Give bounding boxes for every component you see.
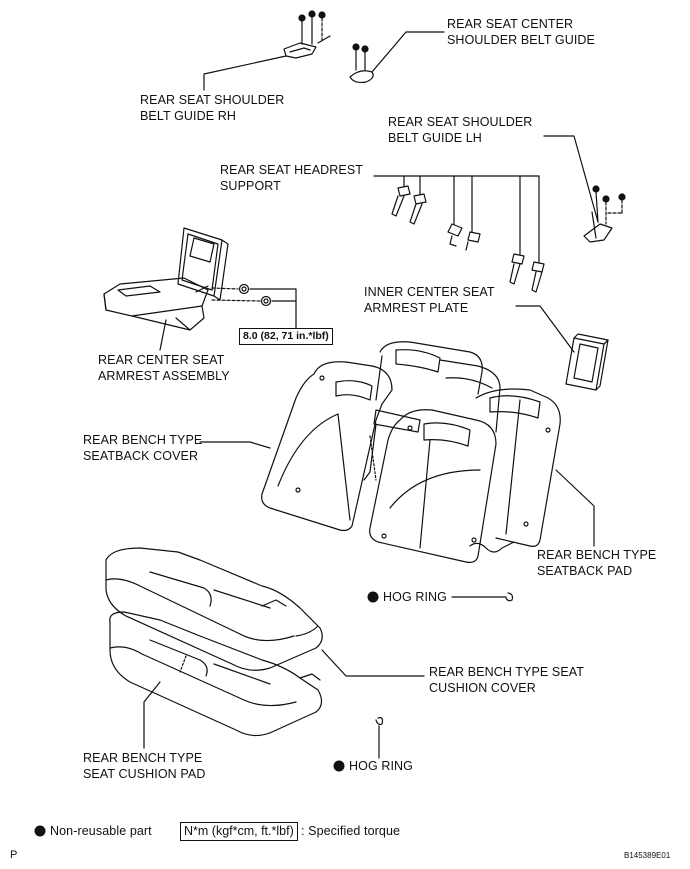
label-cushion-cover: REAR BENCH TYPE SEAT CUSHION COVER: [429, 665, 585, 695]
non-reusable-legend-bullet: [34, 825, 46, 837]
label-seatback-pad: REAR BENCH TYPE SEATBACK PAD: [537, 548, 657, 578]
hog-ring-lower-icon: [375, 717, 384, 726]
belt-guide-rh-drawing: [283, 10, 331, 59]
leader-guide-rh: [203, 55, 287, 91]
legend-torque-unit-box: N*m (kgf*cm, ft.*lbf): [180, 822, 298, 841]
center-belt-guide-drawing: [349, 43, 374, 84]
leader-plate: [515, 305, 575, 353]
belt-guide-lh-drawing: [583, 185, 626, 243]
non-reusable-bullet-upper: [367, 591, 379, 603]
label-cushion-pad: REAR BENCH TYPE SEAT CUSHION PAD: [83, 751, 206, 781]
torque-spec-box: 8.0 (82, 71 in.*lbf): [239, 328, 333, 345]
cushion-drawing: [105, 547, 323, 737]
headrest-supports-drawing: [391, 185, 545, 293]
label-hog-ring-upper: HOG RING: [383, 590, 447, 604]
leader-seatback-cover: [199, 441, 271, 449]
legend-non-reusable: Non-reusable part: [50, 824, 152, 838]
leader-seatback-pad: [555, 469, 595, 547]
figure-code: B145389E01: [624, 851, 671, 860]
label-belt-guide-rh: REAR SEAT SHOULDER BELT GUIDE RH: [140, 93, 285, 123]
seatback-drawing: [261, 341, 561, 563]
label-seatback-cover: REAR BENCH TYPE SEATBACK COVER: [83, 433, 203, 463]
legend-specified-torque: : Specified torque: [301, 824, 401, 838]
non-reusable-bullet-lower: [333, 760, 345, 772]
corner-mark: P: [10, 849, 18, 861]
label-center-belt-guide: REAR SEAT CENTER SHOULDER BELT GUIDE: [447, 17, 595, 47]
hog-ring-upper-icon: [505, 592, 514, 602]
leader-armrest: [159, 319, 167, 351]
armrest-assembly-drawing: [103, 227, 229, 331]
label-hog-ring-lower: HOG RING: [349, 759, 413, 773]
armrest-plate-drawing: [565, 333, 609, 391]
label-belt-guide-lh: REAR SEAT SHOULDER BELT GUIDE LH: [388, 115, 533, 145]
leader-cushion-cover: [321, 649, 425, 677]
label-headrest-support: REAR SEAT HEADREST SUPPORT: [220, 163, 364, 193]
label-armrest-assembly: REAR CENTER SEAT ARMREST ASSEMBLY: [98, 353, 230, 383]
leader-guide-lh: [543, 135, 599, 223]
leader-center-guide: [371, 31, 445, 73]
leader-cushion-pad: [143, 681, 161, 749]
label-armrest-plate: INNER CENTER SEAT ARMREST PLATE: [364, 285, 495, 315]
torque-bolts-drawing: [211, 283, 297, 329]
